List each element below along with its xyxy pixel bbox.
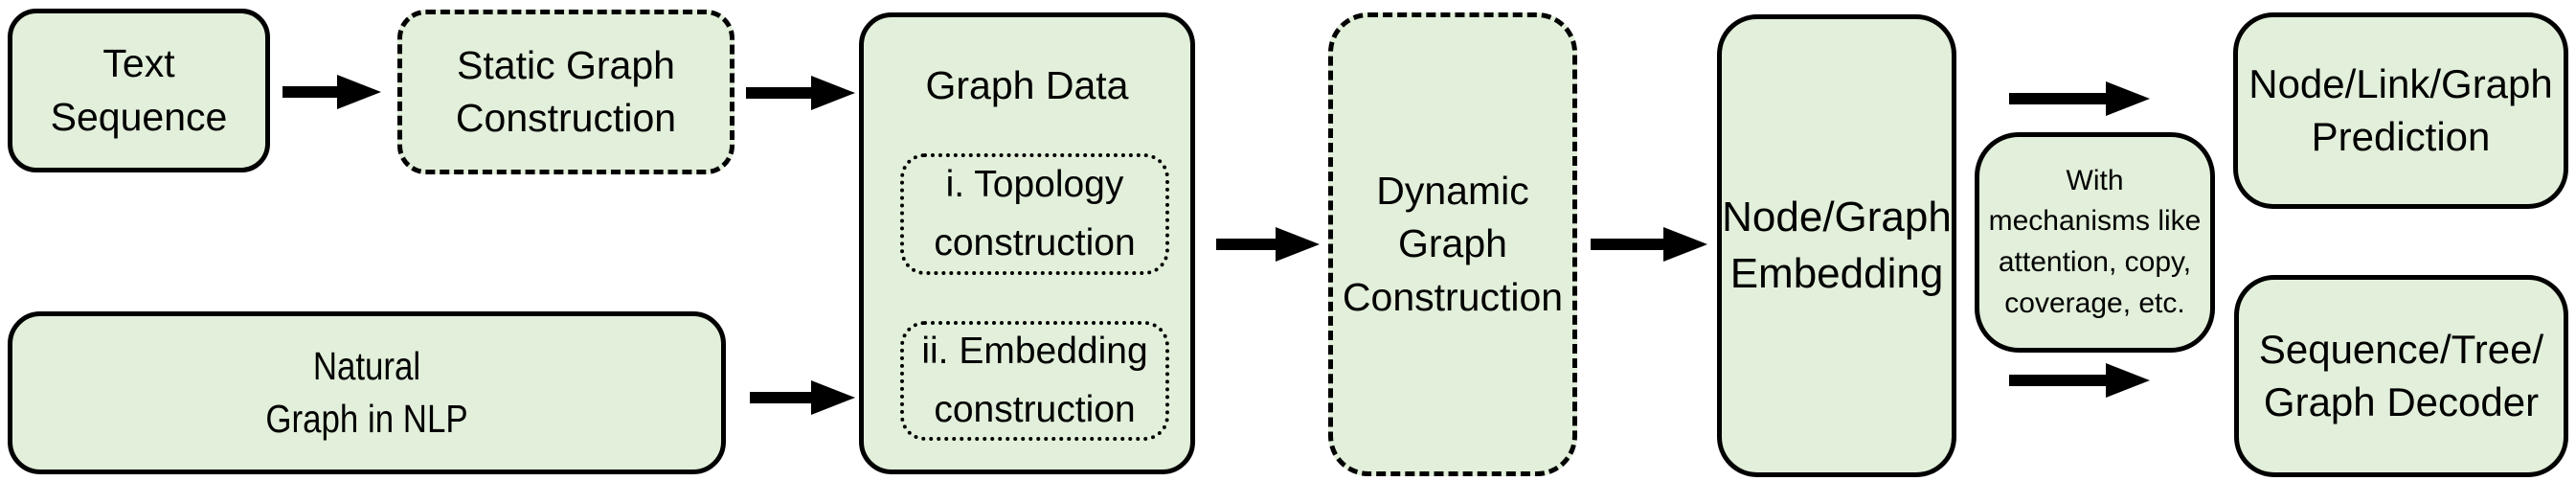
node-with-mechanisms: With mechanisms like attention, copy, co… xyxy=(1975,132,2215,353)
arrow-natural-to-graphdata xyxy=(750,380,855,415)
arrow-shaft xyxy=(2009,375,2106,386)
arrow-static-to-graphdata xyxy=(746,76,855,110)
node-embedding-construction-label: ii. Embedding construction xyxy=(921,331,1148,430)
node-sequence-tree-graph-decoder-label: Sequence/Tree/ Graph Decoder xyxy=(2258,326,2544,424)
node-natural-graph-in-nlp-label: Natural Graph in NLP xyxy=(265,343,468,441)
node-text-sequence-label: Text Sequence xyxy=(50,41,228,139)
arrow-text-to-static xyxy=(282,75,381,109)
node-node-graph-embedding-label: Node/Graph Embedding xyxy=(1722,193,1952,297)
node-sequence-tree-graph-decoder: Sequence/Tree/ Graph Decoder xyxy=(2234,275,2568,477)
node-node-link-graph-prediction: Node/Link/Graph Prediction xyxy=(2233,12,2568,209)
arrow-shaft xyxy=(746,87,811,99)
arrow-head-icon xyxy=(811,76,855,110)
node-graph-data-title: Graph Data xyxy=(925,63,1129,107)
node-embedding-construction: ii. Embedding construction xyxy=(900,321,1169,441)
node-static-graph-construction: Static Graph Construction xyxy=(397,10,734,174)
arrow-shaft xyxy=(2009,93,2106,104)
arrow-head-icon xyxy=(1276,227,1320,262)
node-dynamic-graph-construction-label: Dynamic Graph Construction xyxy=(1342,168,1564,319)
arrow-dynamic-to-embedding xyxy=(1591,227,1707,262)
arrow-embedding-to-prediction xyxy=(2009,81,2150,116)
arrow-head-icon xyxy=(2106,81,2150,116)
node-static-graph-construction-label: Static Graph Construction xyxy=(455,42,677,140)
arrow-head-icon xyxy=(1663,227,1707,262)
node-with-mechanisms-label: With mechanisms like attention, copy, co… xyxy=(1988,164,2202,319)
arrow-head-icon xyxy=(337,75,381,109)
arrow-shaft xyxy=(750,392,811,403)
node-graph-data: Graph Data i. Topology construction ii. … xyxy=(859,12,1195,474)
arrow-shaft xyxy=(1591,239,1663,250)
arrow-embedding-to-decoder xyxy=(2009,363,2150,398)
node-topology-construction-label: i. Topology construction xyxy=(934,164,1136,263)
node-natural-graph-in-nlp: Natural Graph in NLP xyxy=(8,311,726,474)
arrow-head-icon xyxy=(811,380,855,415)
node-dynamic-graph-construction: Dynamic Graph Construction xyxy=(1328,12,1577,476)
arrow-shaft xyxy=(282,86,337,98)
node-topology-construction: i. Topology construction xyxy=(900,153,1169,275)
arrow-head-icon xyxy=(2106,363,2150,398)
arrow-shaft xyxy=(1216,239,1276,250)
arrow-graphdata-to-dynamic xyxy=(1216,227,1320,262)
node-text-sequence: Text Sequence xyxy=(8,9,270,172)
node-node-link-graph-prediction-label: Node/Link/Graph Prediction xyxy=(2248,60,2553,159)
node-node-graph-embedding: Node/Graph Embedding xyxy=(1717,14,1956,477)
